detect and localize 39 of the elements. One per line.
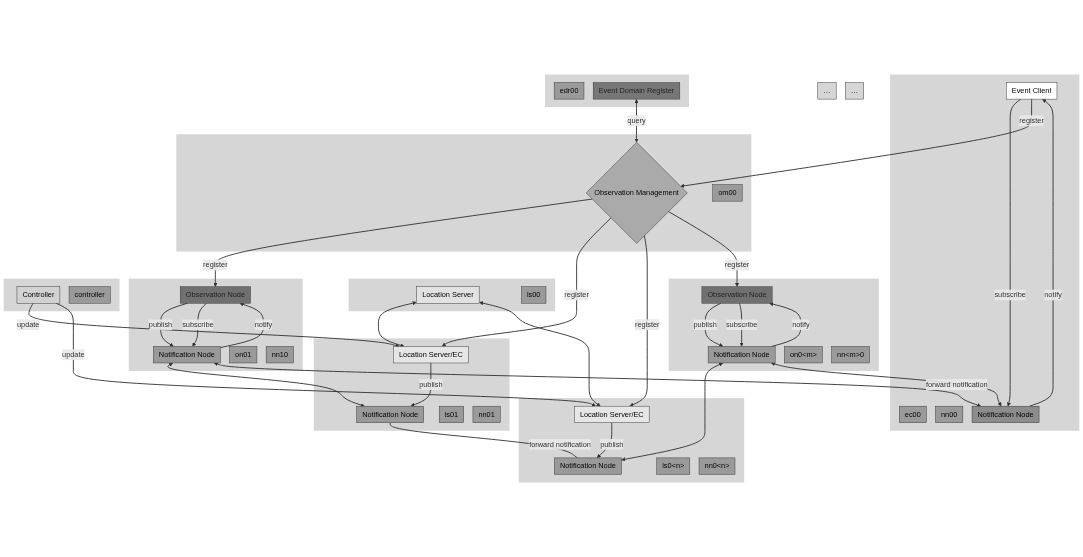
node-box <box>438 405 464 423</box>
node-box <box>656 457 691 475</box>
node-box <box>784 346 823 364</box>
node-box <box>553 82 585 100</box>
cluster <box>544 74 689 108</box>
node-box <box>831 346 870 364</box>
node-box <box>554 457 622 475</box>
node-box <box>521 286 547 304</box>
cluster <box>3 278 120 312</box>
node-box <box>971 405 1040 423</box>
node-box <box>265 346 294 364</box>
node-box <box>935 405 964 423</box>
node-box <box>393 346 469 364</box>
node-box <box>153 346 221 364</box>
cluster <box>128 278 303 371</box>
node-box <box>845 82 864 100</box>
node-box <box>707 346 776 364</box>
cluster <box>668 278 879 371</box>
node-box <box>472 405 501 423</box>
cluster <box>313 338 510 431</box>
node-box <box>592 82 681 100</box>
node-box <box>16 286 61 304</box>
node-box <box>356 405 424 423</box>
cluster <box>176 134 752 252</box>
node-box <box>416 286 480 304</box>
node-box <box>574 405 650 423</box>
node-box <box>68 286 111 304</box>
node-box <box>229 346 258 364</box>
cluster <box>890 74 1080 431</box>
node-box <box>701 286 773 304</box>
cluster <box>348 278 556 312</box>
cluster <box>518 398 745 483</box>
node-box <box>180 286 251 304</box>
node-box <box>712 184 743 202</box>
node-box <box>698 457 736 475</box>
node-box <box>899 405 927 423</box>
node-box <box>1006 82 1058 100</box>
node-box <box>817 82 837 100</box>
node-diamond <box>585 142 688 244</box>
